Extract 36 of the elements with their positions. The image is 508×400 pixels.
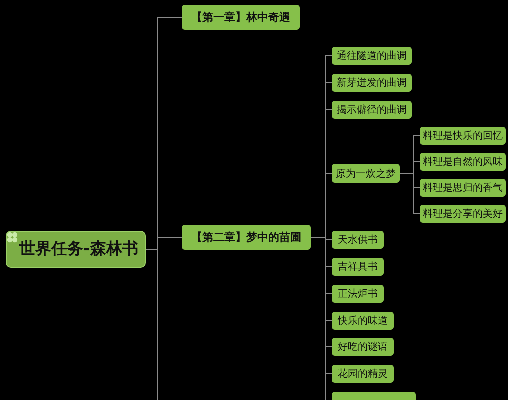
topic-text: 世界任务-森林书	[20, 239, 138, 260]
topic-text: 正法炬书	[338, 288, 378, 301]
connector-line	[146, 249, 158, 400]
connector-line	[400, 173, 420, 214]
topic-box	[332, 101, 412, 119]
topic-text: 料理是自然的风味	[423, 156, 503, 169]
topic-box	[332, 285, 384, 303]
topic-box	[420, 179, 506, 197]
topic-box	[332, 338, 394, 356]
topic-text: 吉祥具书	[338, 260, 378, 274]
root-topic-box	[6, 231, 146, 268]
topic-box	[332, 164, 400, 183]
topic-text: 花园的精灵	[338, 368, 388, 381]
topic-box	[420, 205, 506, 223]
topic-box	[332, 365, 394, 383]
topic-text: 料理是分享的美好	[423, 208, 503, 221]
topic-box	[332, 74, 412, 92]
topic-text: 料理是思归的香气	[423, 182, 503, 195]
topic-box	[182, 225, 311, 250]
topic-box	[420, 127, 506, 145]
topic-text: 新芽迸发的曲调	[337, 76, 407, 90]
topic-box	[182, 5, 300, 30]
topic-text: 通往隧道的曲调	[337, 50, 407, 63]
topic-text: 料理是快乐的回忆	[423, 130, 503, 143]
topic-text: 【第一章】林中奇遇	[192, 10, 290, 25]
topic-box	[332, 47, 412, 65]
topic-text: 快乐的味道	[338, 314, 388, 328]
topic-text: 【第二章】梦中的苗圃	[192, 230, 302, 245]
topic-box	[332, 231, 384, 249]
topic-text: 原为一炊之梦	[336, 168, 396, 180]
topic-text: 好吃的谜语	[338, 340, 388, 354]
topic-text: 天水供书	[338, 234, 378, 247]
topic-box	[332, 258, 384, 276]
topic-text: 揭示僻径的曲调	[337, 104, 407, 117]
topic-box	[420, 153, 506, 171]
topic-box	[332, 312, 394, 330]
